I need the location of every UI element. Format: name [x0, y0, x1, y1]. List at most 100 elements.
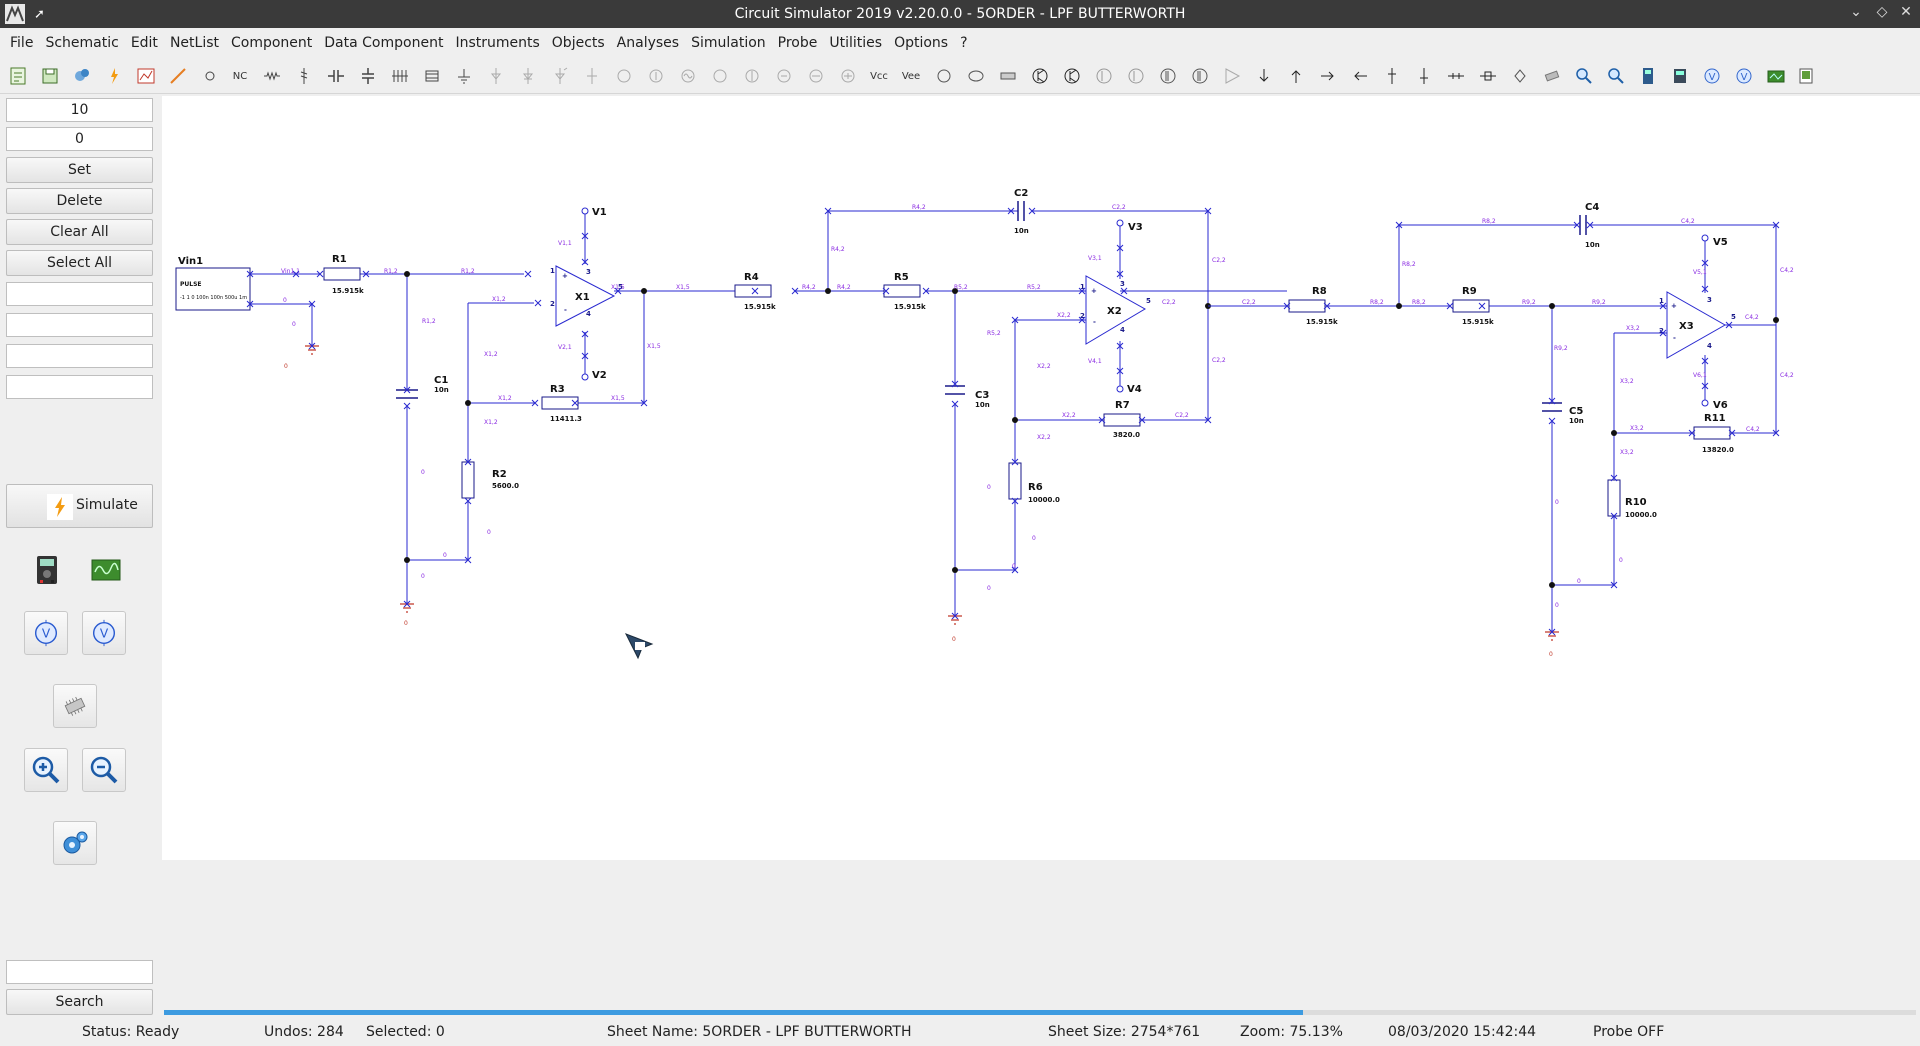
vcvs-icon[interactable] — [741, 65, 763, 87]
close-icon[interactable]: ✕ — [1900, 4, 1912, 20]
switch-icon[interactable] — [997, 65, 1019, 87]
jfet-n-icon[interactable] — [1093, 65, 1115, 87]
vcc-icon[interactable]: Vcc — [870, 70, 888, 82]
resistor-tool-icon[interactable] — [261, 65, 283, 87]
diode-icon[interactable] — [485, 65, 507, 87]
minimize-icon[interactable]: ⌄ — [1850, 4, 1862, 20]
crystal-icon[interactable] — [1477, 65, 1499, 87]
current-source-icon[interactable] — [645, 65, 667, 87]
inductor-tool-icon[interactable] — [293, 65, 315, 87]
pin-icon[interactable]: ➚ — [34, 6, 45, 22]
ground-tool-icon[interactable] — [453, 65, 475, 87]
schematic-canvas[interactable]: Vin1 PULSE -1 1 0 100n 100n 500u 1m R1 1… — [162, 96, 1920, 860]
led-icon[interactable] — [549, 65, 571, 87]
ac-source-icon[interactable] — [677, 65, 699, 87]
oscilloscope-icon[interactable] — [88, 552, 124, 588]
clear-all-button[interactable]: Clear All — [6, 219, 153, 245]
voltmeter-button-1[interactable]: V — [24, 611, 68, 655]
component-library-icon[interactable] — [71, 65, 93, 87]
vee-icon[interactable]: Vee — [901, 70, 921, 82]
menu-instruments[interactable]: Instruments — [455, 35, 540, 51]
instrument-tool-icon[interactable] — [1669, 65, 1691, 87]
menu-simulation[interactable]: Simulation — [691, 35, 766, 51]
chip-button[interactable] — [53, 684, 97, 728]
menu-component[interactable]: Component — [231, 35, 313, 51]
wire-icon[interactable] — [167, 65, 189, 87]
zoom-in-tool-icon[interactable] — [1573, 65, 1595, 87]
menu-file[interactable]: File — [10, 35, 34, 51]
zener-icon[interactable] — [517, 65, 539, 87]
voltmeter-button-2[interactable]: V — [82, 611, 126, 655]
simulate-button[interactable]: Simulate — [6, 484, 153, 528]
arrow-down-icon[interactable] — [1253, 65, 1275, 87]
arrow-right-icon[interactable] — [1317, 65, 1339, 87]
ground-point-icon[interactable] — [1413, 65, 1435, 87]
menu-utilities[interactable]: Utilities — [829, 35, 883, 51]
menu-probe[interactable]: Probe — [777, 35, 818, 51]
capacitor-tool-icon[interactable] — [325, 65, 347, 87]
transformer-icon[interactable] — [421, 65, 443, 87]
vccs-icon[interactable] — [805, 65, 827, 87]
scrollbar-thumb[interactable] — [164, 1010, 1303, 1015]
arrow-left-icon[interactable] — [1349, 65, 1371, 87]
new-schematic-icon[interactable] — [7, 65, 29, 87]
menu-analyses[interactable]: Analyses — [616, 35, 680, 51]
capacitor-vertical-icon[interactable] — [357, 65, 379, 87]
bjt-npn-icon[interactable] — [1029, 65, 1051, 87]
search-input[interactable] — [6, 960, 153, 984]
voltmeter-icon[interactable]: V — [1701, 65, 1723, 87]
fuse-icon[interactable] — [1445, 65, 1467, 87]
settings-button[interactable] — [53, 821, 97, 865]
rotate-icon[interactable] — [1509, 65, 1531, 87]
oscilloscope-tool-icon[interactable] — [1765, 65, 1787, 87]
pulse-source-icon[interactable] — [709, 65, 731, 87]
zoom-out-button[interactable] — [82, 748, 126, 792]
horizontal-scrollbar[interactable] — [164, 1010, 1916, 1015]
maximize-icon[interactable]: ◇ — [1876, 4, 1888, 20]
value-field-2[interactable]: 0 — [6, 127, 153, 151]
save-icon[interactable] — [39, 65, 61, 87]
value-field-5[interactable] — [6, 344, 153, 368]
graph-icon[interactable] — [135, 65, 157, 87]
set-button[interactable]: Set — [6, 157, 153, 183]
opamp-icon[interactable] — [1221, 65, 1243, 87]
menu-netlist[interactable]: NetList — [169, 35, 219, 51]
lamp-icon[interactable] — [933, 65, 955, 87]
schottky-icon[interactable] — [581, 65, 603, 87]
mosfet-n-icon[interactable] — [1157, 65, 1179, 87]
menu-schematic[interactable]: Schematic — [45, 35, 119, 51]
zoom-in-button[interactable] — [24, 748, 68, 792]
test-point-icon[interactable] — [1381, 65, 1403, 87]
probe-icon[interactable] — [103, 65, 125, 87]
menu-objects[interactable]: Objects — [551, 35, 605, 51]
delete-button[interactable]: Delete — [6, 188, 153, 214]
ccvs-icon[interactable] — [837, 65, 859, 87]
jfet-p-icon[interactable] — [1125, 65, 1147, 87]
value-field-4[interactable] — [6, 313, 153, 337]
chip-icon[interactable] — [1541, 65, 1563, 87]
component-info-icon[interactable] — [1795, 65, 1817, 87]
no-connect-icon[interactable]: NC — [232, 70, 248, 82]
menu-help[interactable]: ? — [960, 35, 968, 51]
multimeter-icon[interactable] — [29, 552, 65, 588]
mosfet-p-icon[interactable] — [1189, 65, 1211, 87]
motor-icon[interactable] — [965, 65, 987, 87]
menu-options[interactable]: Options — [894, 35, 949, 51]
bjt-pnp-icon[interactable] — [1061, 65, 1083, 87]
menu-data-component[interactable]: Data Component — [324, 35, 444, 51]
voltage-source-icon[interactable] — [613, 65, 635, 87]
select-all-button[interactable]: Select All — [6, 250, 153, 276]
value-field-3[interactable] — [6, 282, 153, 306]
cccs-icon[interactable] — [773, 65, 795, 87]
arrow-up-icon[interactable] — [1285, 65, 1307, 87]
menu-edit[interactable]: Edit — [130, 35, 158, 51]
value-field-1[interactable]: 10 — [6, 98, 153, 122]
schematic-drawing[interactable]: Vin1 PULSE -1 1 0 100n 100n 500u 1m R1 1… — [162, 96, 1920, 860]
node-icon[interactable] — [199, 65, 221, 87]
value-field-6[interactable] — [6, 375, 153, 399]
search-button[interactable]: Search — [6, 989, 153, 1015]
zoom-out-tool-icon[interactable] — [1605, 65, 1627, 87]
voltmeter-diff-icon[interactable]: V — [1733, 65, 1755, 87]
bus-icon[interactable] — [389, 65, 411, 87]
multimeter-tool-icon[interactable] — [1637, 65, 1659, 87]
